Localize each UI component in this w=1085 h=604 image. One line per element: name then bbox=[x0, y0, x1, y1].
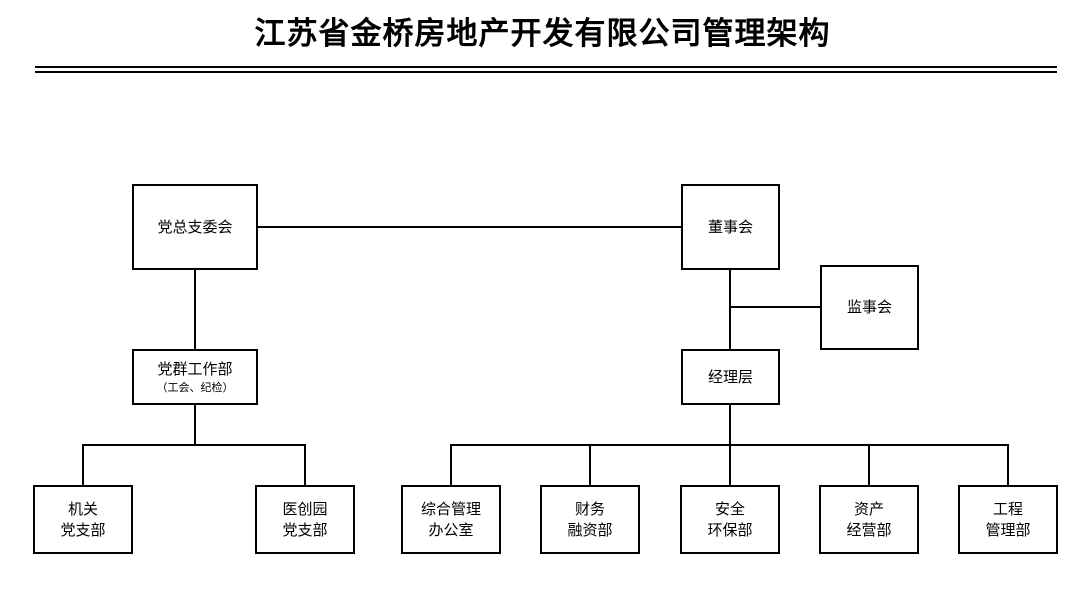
node-party-work-dept[interactable]: 党群工作部 （工会、纪检） bbox=[132, 349, 258, 405]
node-label-medical-park-branch-line2: 党支部 bbox=[282, 520, 328, 539]
node-label-asset-ops-dept-line2: 经营部 bbox=[846, 520, 892, 539]
title-rule-upper bbox=[35, 66, 1057, 68]
node-general-admin[interactable]: 综合管理 办公室 bbox=[401, 485, 501, 554]
connector-workdept-stem bbox=[194, 403, 196, 446]
node-label-safety-env-dept-line1: 安全 bbox=[714, 499, 745, 518]
node-board-supervisors[interactable]: 监事会 bbox=[820, 265, 919, 350]
node-asset-ops-dept[interactable]: 资产 经营部 bbox=[819, 485, 919, 554]
node-label-party-work-dept: 党群工作部 bbox=[157, 359, 233, 378]
node-label-general-admin-line1: 综合管理 bbox=[420, 499, 481, 518]
drop-finance-dept bbox=[589, 444, 591, 486]
node-label-general-admin-line2: 办公室 bbox=[428, 520, 474, 539]
node-board-directors[interactable]: 董事会 bbox=[681, 184, 780, 270]
node-engineering-dept[interactable]: 工程 管理部 bbox=[958, 485, 1058, 554]
node-finance-dept[interactable]: 财务 融资部 bbox=[540, 485, 640, 554]
node-label-board-supervisors: 监事会 bbox=[846, 298, 892, 316]
page-title: 江苏省金桥房地产开发有限公司管理架构 bbox=[254, 16, 831, 52]
drop-engineering-dept bbox=[1007, 444, 1009, 486]
node-label-agency-branch-line1: 机关 bbox=[67, 499, 98, 518]
node-medical-park-branch[interactable]: 医创园 党支部 bbox=[255, 485, 355, 554]
connector-management-stem bbox=[729, 403, 731, 446]
drop-general-admin bbox=[450, 444, 452, 486]
node-label-engineering-dept-line2: 管理部 bbox=[985, 520, 1031, 539]
connector-party-to-workdept bbox=[194, 268, 196, 350]
drop-medical-park-branch bbox=[304, 444, 306, 486]
node-label-asset-ops-dept-line1: 资产 bbox=[853, 499, 884, 518]
node-label-engineering-dept-line1: 工程 bbox=[992, 499, 1023, 518]
node-label-finance-dept-line1: 财务 bbox=[574, 499, 605, 518]
node-safety-env-dept[interactable]: 安全 环保部 bbox=[680, 485, 780, 554]
connector-board-to-management bbox=[729, 268, 731, 350]
node-party-committee[interactable]: 党总支委会 bbox=[132, 184, 258, 270]
connector-party-to-board bbox=[256, 226, 683, 228]
node-label-safety-env-dept-line2: 环保部 bbox=[707, 520, 753, 539]
bus-party-branches bbox=[82, 444, 306, 446]
node-label-management-layer: 经理层 bbox=[707, 367, 753, 386]
connector-board-to-supervisors bbox=[729, 306, 822, 308]
drop-agency-branch bbox=[82, 444, 84, 486]
node-label-medical-park-branch-line1: 医创园 bbox=[282, 499, 328, 518]
node-label-finance-dept-line2: 融资部 bbox=[567, 520, 613, 539]
node-management-layer[interactable]: 经理层 bbox=[681, 349, 780, 405]
node-agency-branch[interactable]: 机关 党支部 bbox=[33, 485, 133, 554]
node-label-party-committee: 党总支委会 bbox=[157, 217, 233, 236]
title-rule-lower bbox=[35, 71, 1057, 73]
drop-asset-ops-dept bbox=[868, 444, 870, 486]
node-sublabel-party-work-dept: （工会、纪检） bbox=[156, 380, 234, 394]
drop-safety-env-dept bbox=[729, 444, 731, 486]
node-label-agency-branch-line2: 党支部 bbox=[60, 520, 106, 539]
node-label-board-directors: 董事会 bbox=[707, 217, 753, 236]
